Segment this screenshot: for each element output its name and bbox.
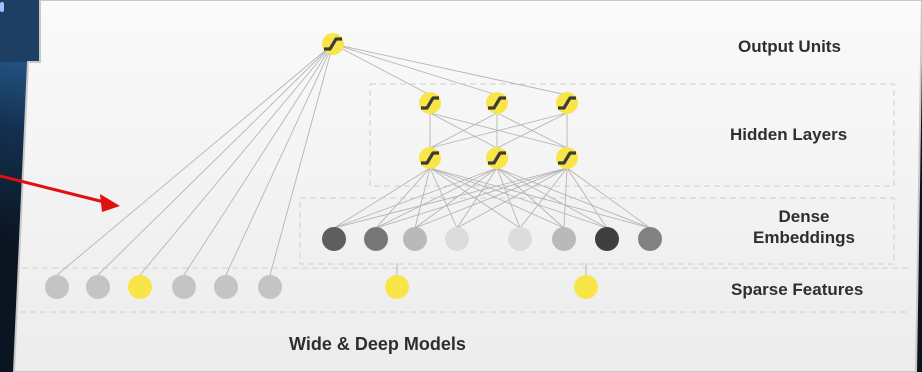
edge-dense-2-4 [519,167,568,229]
wide-sparse-feature-2 [128,275,152,299]
hidden-unit-bottom-2 [556,147,578,169]
edge-hidden-2-1 [496,112,568,149]
hidden-layers-label: Hidden Layers [730,125,848,144]
edge-output-wide-4 [225,43,334,276]
edge-dense-1-6 [496,167,608,229]
dense-embedding-6 [595,227,619,251]
dense-embedding-2 [403,227,427,251]
output-units-label: Output Units [738,37,841,56]
dense-embedding-5 [552,227,576,251]
dense-embedding-0 [322,227,346,251]
sigmoid-curve-icon [488,96,506,110]
dense-embedding-3 [445,227,469,251]
diagram-caption: Wide & Deep Models [289,334,466,354]
wide-sparse-feature-0 [45,275,69,299]
edge-dense-0-7 [429,167,651,229]
edge-output-hidden-2 [332,43,568,96]
edge-dense-2-6 [566,167,608,229]
sigmoid-curve-icon [558,96,576,110]
dense-label-line2: Embeddings [752,228,855,247]
sigmoid-curve-icon [324,37,342,51]
edge-dense-0-4 [429,167,521,229]
edge-dense-0-5 [429,167,565,229]
dense-embedding-4 [508,227,532,251]
edge-dense-0-1 [375,167,431,229]
dense-embeddings-label: Dense Embeddings [724,206,884,248]
sigmoid-curve-icon [488,151,506,165]
dense-label-line1: Dense [778,207,830,226]
hidden-unit-top-2 [556,92,578,114]
deep-sparse-feature-0 [385,275,409,299]
edge-dense-2-3 [456,167,568,229]
edge-output-wide-3 [183,43,334,276]
edge-dense-2-1 [375,167,568,229]
hidden-unit-bottom-0 [419,147,441,169]
connections [56,43,651,276]
hidden-unit-top-0 [419,92,441,114]
edge-output-wide-1 [97,43,334,276]
hidden-layer-box [369,83,895,187]
edge-dense-0-2 [414,167,431,229]
wide-sparse-feature-4 [214,275,238,299]
sigmoid-curve-icon [558,151,576,165]
output-unit [322,33,344,55]
edge-output-hidden-1 [332,43,498,96]
edge-dense-1-3 [456,167,498,229]
edge-dense-2-7 [566,167,651,229]
hidden-unit-top-1 [486,92,508,114]
sigmoid-curve-icon [421,151,439,165]
edge-dense-1-1 [375,167,498,229]
corner-mark [0,2,4,12]
edge-hidden-2-0 [429,112,568,149]
wide-sparse-feature-5 [258,275,282,299]
red-arrow-icon [0,174,120,212]
edge-dense-2-2 [414,167,568,229]
deep-sparse-feature-1 [574,275,598,299]
edge-dense-2-0 [333,167,568,229]
edge-dense-1-7 [496,167,651,229]
edge-output-wide-0 [56,43,334,276]
edge-dense-0-0 [333,167,431,229]
edge-dense-1-4 [496,167,521,229]
edge-dense-1-2 [414,167,498,229]
section-guides [20,83,910,313]
sigmoid-curve-icon [421,96,439,110]
wide-sparse-feature-1 [86,275,110,299]
edge-output-wide-5 [269,43,334,276]
sparse-features-label: Sparse Features [731,280,864,299]
dense-embedding-1 [364,227,388,251]
edge-output-hidden-0 [332,43,431,96]
edge-dense-0-3 [429,167,458,229]
wide-sparse-feature-3 [172,275,196,299]
edge-dense-0-6 [429,167,608,229]
edge-dense-2-5 [563,167,568,229]
nodes [45,33,662,299]
hidden-unit-bottom-1 [486,147,508,169]
dense-embedding-7 [638,227,662,251]
edge-dense-1-5 [496,167,565,229]
edge-dense-1-0 [333,167,498,229]
edge-output-wide-2 [139,43,334,276]
edge-hidden-1-0 [429,112,498,149]
